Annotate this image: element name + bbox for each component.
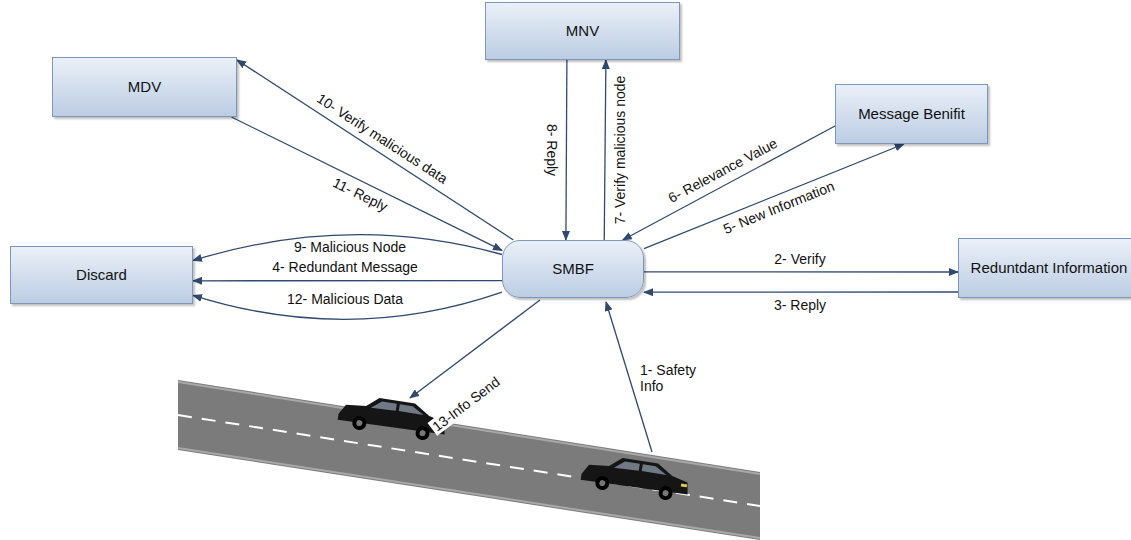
process-box: MNV	[485, 2, 680, 60]
connector-arrow	[604, 60, 606, 240]
node-label: Message Benifit	[852, 105, 971, 123]
connector-arrow	[237, 60, 513, 240]
connector-arrow	[644, 291, 958, 293]
edge-label: 6- Relevance Value	[664, 135, 782, 207]
connector-arrow	[193, 280, 502, 281]
node-label: SMBF	[546, 260, 600, 278]
edge-label: 5- New Information	[719, 178, 838, 238]
edge-label: 2- Verify	[772, 252, 827, 267]
node-label: Discard	[70, 266, 133, 284]
node-label: Reduntdant Information	[965, 259, 1131, 277]
arrow-label: 1- Safety Info	[638, 362, 714, 394]
process-box: Message Benifit	[835, 84, 988, 144]
edge-label: 9- Malicious Node	[292, 240, 408, 255]
connector-arrow	[644, 271, 958, 272]
process-box: Discard	[10, 246, 193, 304]
node-label: MDV	[122, 78, 167, 96]
node-label: MNV	[560, 22, 605, 40]
edge-label: 12- Malicious Data	[285, 292, 405, 307]
connector-arrow	[193, 235, 502, 261]
car	[337, 392, 449, 443]
connector-arrow	[193, 292, 502, 319]
central-node: SMBF	[502, 240, 644, 298]
edge-label: 8- Reply	[543, 122, 558, 178]
info-send-arrow	[410, 300, 540, 398]
process-box: MDV	[52, 57, 237, 117]
edge-label: 4- Redundant Message	[270, 260, 420, 275]
edge-label: 10- Verify malicious data	[312, 90, 452, 188]
car	[580, 452, 692, 503]
connector-arrow	[566, 60, 567, 240]
edge-label: 3- Reply	[772, 298, 828, 313]
lane-marking	[178, 415, 760, 506]
edge-label: 7- Verify malicious node	[613, 74, 628, 227]
process-box: Reduntdant Information	[958, 238, 1131, 298]
